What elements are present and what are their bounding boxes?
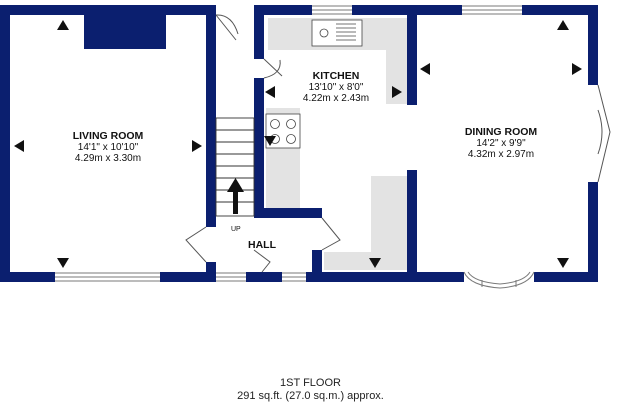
doors bbox=[185, 14, 611, 273]
bay-window bbox=[463, 271, 535, 289]
dining-room-dim-imperial: 14'2" x 9'9" bbox=[476, 138, 526, 149]
sink-icon bbox=[311, 19, 363, 47]
floor-area: 291 sq.ft. (27.0 sq.m.) approx. bbox=[237, 390, 384, 402]
dimension-arrow-icon bbox=[392, 86, 402, 98]
dimension-arrow-icon bbox=[572, 63, 582, 75]
dimension-arrow-icon bbox=[265, 86, 275, 98]
stairs-up-label: UP bbox=[231, 226, 241, 233]
windows bbox=[55, 5, 522, 282]
floor-summary: 1ST FLOOR 291 sq.ft. (27.0 sq.m.) approx… bbox=[0, 377, 621, 403]
dimension-arrow-icon bbox=[557, 20, 569, 30]
kitchen-label: KITCHEN 13'10" x 8'0" 4.22m x 2.43m bbox=[276, 70, 396, 105]
dimension-arrow-icon bbox=[57, 258, 69, 268]
dimension-arrow-icon bbox=[264, 136, 276, 146]
dimension-arrows bbox=[14, 20, 582, 268]
dimension-arrow-icon bbox=[420, 63, 430, 75]
floor-name: 1ST FLOOR bbox=[280, 377, 341, 389]
dining-room-label: DINING ROOM 14'2" x 9'9" 4.32m x 2.97m bbox=[436, 126, 566, 161]
kitchen-name: KITCHEN bbox=[312, 70, 360, 82]
living-room-label: LIVING ROOM 14'1" x 10'10" 4.29m x 3.30m bbox=[38, 130, 178, 165]
fireplace bbox=[84, 15, 166, 49]
living-room-name: LIVING ROOM bbox=[72, 130, 144, 142]
dimension-arrow-icon bbox=[14, 140, 24, 152]
stair-up-arrow-icon bbox=[227, 178, 244, 214]
dimension-arrow-icon bbox=[57, 20, 69, 30]
walls bbox=[0, 5, 598, 282]
kitchen-dim-imperial: 13'10" x 8'0" bbox=[308, 82, 364, 93]
dining-room-name: DINING ROOM bbox=[464, 126, 538, 138]
dimension-arrow-icon bbox=[369, 258, 381, 268]
living-room-dim-imperial: 14'1" x 10'10" bbox=[77, 142, 139, 153]
dimension-arrow-icon bbox=[557, 258, 569, 268]
kitchen-dim-metric: 4.22m x 2.43m bbox=[302, 93, 370, 104]
hall-label: HALL bbox=[248, 239, 276, 251]
dining-room-dim-metric: 4.32m x 2.97m bbox=[467, 149, 535, 160]
living-room-dim-metric: 4.29m x 3.30m bbox=[74, 153, 142, 164]
dimension-arrow-icon bbox=[192, 140, 202, 152]
